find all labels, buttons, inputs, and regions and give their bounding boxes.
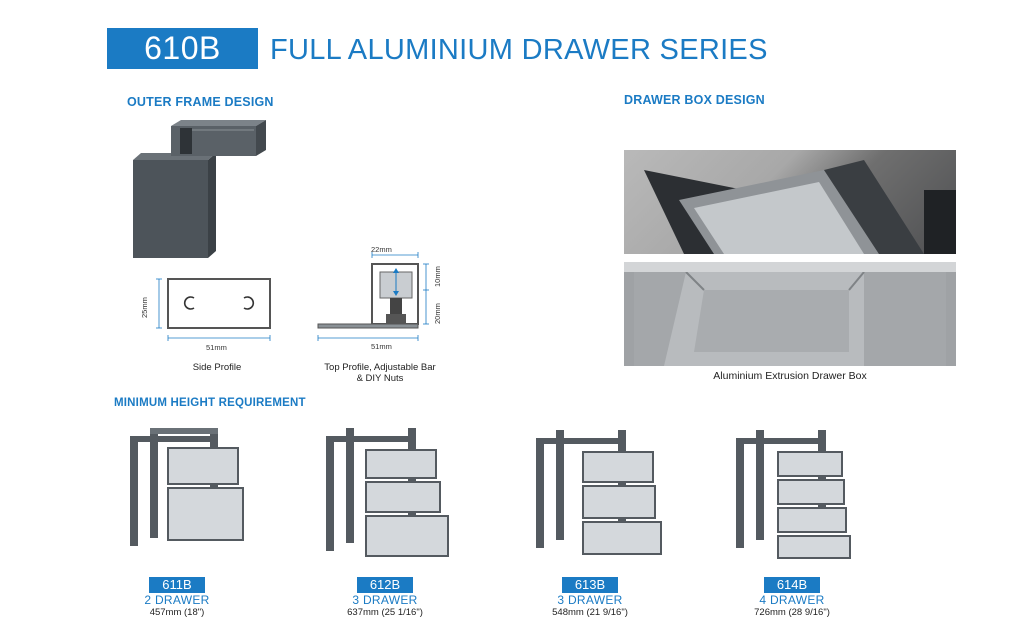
- model-card-614b: 614B 4 DRAWER 726mm (28 9/16"): [742, 577, 842, 618]
- height-requirement: 637mm (25 1/16"): [347, 607, 423, 618]
- drawer-count: 3 DRAWER: [557, 593, 623, 607]
- cabinet-614b-illustration: [736, 430, 851, 559]
- model-card-613b: 613B 3 DRAWER 548mm (21 9/16"): [540, 577, 640, 618]
- outer-frame-illustration: [133, 120, 266, 258]
- model-code-badge: 614B: [764, 577, 820, 593]
- drawer-count: 3 DRAWER: [352, 593, 418, 607]
- cabinet-612b-illustration: [326, 428, 449, 557]
- min-height-heading: MINIMUM HEIGHT REQUIREMENT: [114, 397, 306, 409]
- side-profile-diagram: [156, 278, 271, 341]
- drawer-box-caption: Aluminium Extrusion Drawer Box: [713, 370, 867, 382]
- side-profile-height: 25mm: [140, 297, 149, 318]
- height-requirement: 548mm (21 9/16"): [552, 607, 628, 618]
- side-profile-caption: Side Profile: [192, 362, 242, 373]
- cabinet-613b-illustration: [536, 430, 662, 555]
- height-requirement: 457mm (18"): [149, 607, 205, 618]
- model-code-badge: 612B: [357, 577, 413, 593]
- top-profile-caption: Top Profile, Adjustable Bar & DIY Nuts: [310, 362, 450, 384]
- top-profile-caption-line2: & DIY Nuts: [356, 373, 404, 384]
- top-profile-right-upper: 10mm: [433, 266, 442, 287]
- drawer-box-heading: DRAWER BOX DESIGN: [624, 93, 765, 107]
- model-code-badge: 613B: [562, 577, 618, 593]
- top-profile-diagram: [317, 252, 429, 341]
- model-card-612b: 612B 3 DRAWER 637mm (25 1/16"): [335, 577, 435, 618]
- top-profile-right-lower: 20mm: [433, 303, 442, 324]
- top-profile-bottom-width: 51mm: [371, 342, 392, 351]
- top-profile-top-width: 22mm: [371, 245, 392, 254]
- height-requirement: 726mm (28 9/16"): [754, 607, 830, 618]
- drawer-count: 4 DRAWER: [759, 593, 825, 607]
- drawer-box-photo-top: [624, 150, 956, 254]
- top-profile-caption-line1: Top Profile, Adjustable Bar: [324, 362, 436, 373]
- drawer-count: 2 DRAWER: [144, 593, 210, 607]
- drawer-box-photo-bottom: [624, 262, 956, 366]
- series-title: FULL ALUMINIUM DRAWER SERIES: [270, 34, 768, 66]
- side-profile-width: 51mm: [206, 343, 227, 352]
- model-code-badge: 611B: [149, 577, 205, 593]
- outer-frame-heading: OUTER FRAME DESIGN: [127, 95, 274, 109]
- model-badge: 610B: [107, 28, 258, 69]
- model-card-611b: 611B 2 DRAWER 457mm (18"): [135, 577, 219, 618]
- cabinet-611b-illustration: [130, 428, 244, 546]
